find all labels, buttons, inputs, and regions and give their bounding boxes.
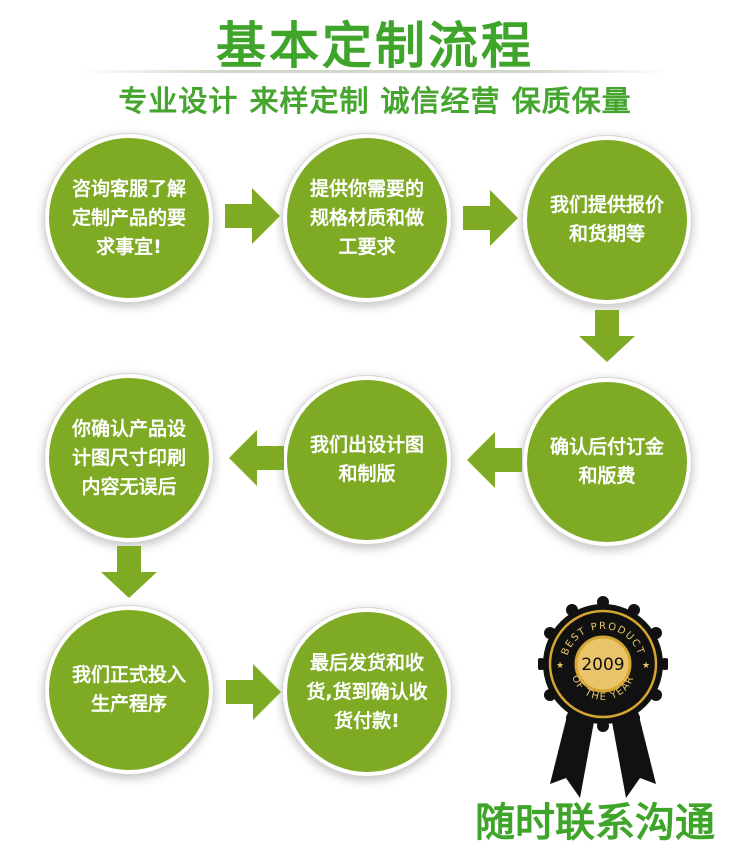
star-icon: ★ <box>642 661 650 671</box>
step-7-text: 我们正式投入生产程序 <box>71 664 186 715</box>
step-5-text: 我们出设计图和制版 <box>309 434 424 485</box>
step-4-circle: 确认后付订金和版费 <box>527 382 687 542</box>
step-8-circle: 最后发货和收货,货到确认收货付款! <box>287 612 447 772</box>
arrow-left-icon <box>229 430 284 486</box>
step-1-circle: 咨询客服了解定制产品的要求事宜! <box>49 138 209 298</box>
award-ribbon-icon: BEST PRODUCT OF THE YEAR 2009 ★ ★ ★ ★ ★ … <box>538 596 668 798</box>
arrow-right-icon <box>225 188 280 244</box>
step-3-circle: 我们提供报价和货期等 <box>527 140 687 300</box>
arrow-down-icon <box>579 310 635 362</box>
step-3-text: 我们提供报价和货期等 <box>549 194 664 245</box>
star-icon: ★ <box>586 679 594 689</box>
step-7-circle: 我们正式投入生产程序 <box>49 610 209 770</box>
star-icon: ★ <box>586 643 594 653</box>
arrow-right-icon <box>463 190 518 246</box>
step-6-text: 你确认产品设计图尺寸印刷内容无误后 <box>71 417 186 498</box>
step-8-text: 最后发货和收货,货到确认收货付款! <box>306 651 428 732</box>
page-subtitle: 专业设计 来样定制 诚信经营 保质保量 <box>118 84 632 118</box>
step-1-text: 咨询客服了解定制产品的要求事宜! <box>71 177 186 258</box>
contact-slogan: 随时联系沟通 <box>475 800 715 846</box>
badge-year: 2009 <box>581 655 624 675</box>
arrow-right-icon <box>226 664 281 720</box>
page-title: 基本定制流程 <box>216 17 534 75</box>
step-4-text: 确认后付订金和版费 <box>549 436 664 487</box>
step-2-text: 提供你需要的规格材质和做工要求 <box>309 177 424 258</box>
step-5-circle: 我们出设计图和制版 <box>287 380 447 540</box>
arrow-left-icon <box>467 432 522 488</box>
star-icon: ★ <box>612 643 620 653</box>
star-icon: ★ <box>612 679 620 689</box>
title-divider <box>80 70 670 73</box>
star-icon: ★ <box>556 661 564 671</box>
star-icon: ★ <box>599 639 607 649</box>
step-2-circle: 提供你需要的规格材质和做工要求 <box>287 138 447 298</box>
star-icon: ★ <box>599 683 607 693</box>
arrow-down-icon <box>101 546 157 598</box>
step-6-circle: 你确认产品设计图尺寸印刷内容无误后 <box>49 378 209 538</box>
